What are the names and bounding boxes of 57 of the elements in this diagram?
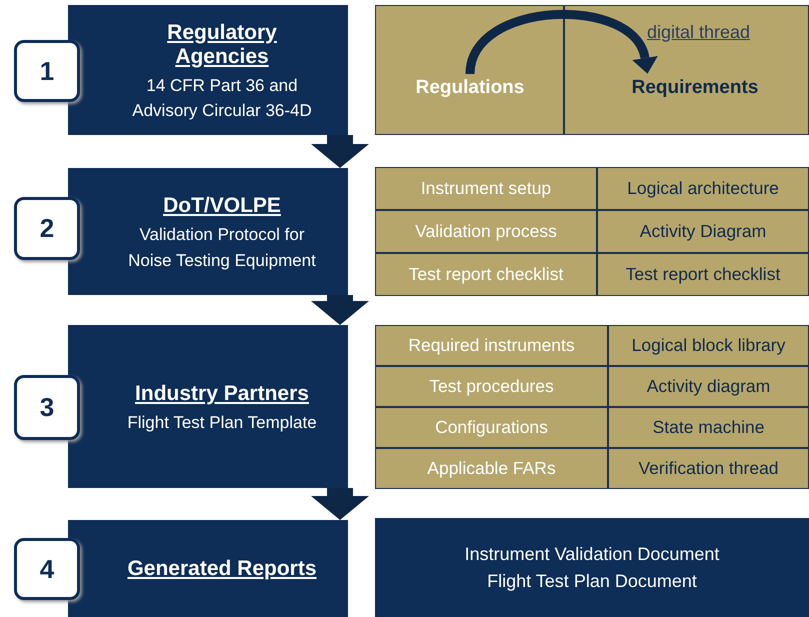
- table-cell: [608, 325, 809, 366]
- number-badge: [14, 375, 80, 440]
- table-cell: [608, 407, 809, 448]
- table-cell: [375, 210, 597, 253]
- cell-text: Logical architecture: [627, 178, 779, 199]
- stage-heading: Industry Partners: [135, 382, 309, 406]
- cell-text: Logical block library: [632, 335, 786, 356]
- table-cell: [597, 253, 809, 296]
- cell-text: Test report checklist: [626, 264, 780, 285]
- table-cell: [375, 407, 608, 448]
- down-arrow: [311, 488, 369, 520]
- label-text: Regulations: [416, 77, 524, 99]
- cell-text: Test procedures: [429, 376, 554, 397]
- step-number: 3: [40, 392, 54, 423]
- table-cell: [375, 448, 608, 489]
- step-number: 4: [40, 554, 54, 584]
- number-badge: [14, 40, 80, 102]
- cell-text: Test report checklist: [408, 264, 564, 285]
- document-title: Flight Test Plan Document: [487, 570, 697, 593]
- table-cell: [375, 253, 597, 296]
- cell-text: Required instruments: [408, 335, 575, 356]
- stage-box: [68, 168, 348, 295]
- document-title: Instrument Validation Document: [464, 542, 720, 566]
- output-box: [375, 518, 809, 617]
- table-cell: [608, 448, 809, 489]
- cell-text: Activity Diagram: [640, 221, 766, 242]
- cell-text: Applicable FARs: [427, 458, 556, 479]
- stage-heading: DoT/VOLPE: [163, 194, 281, 218]
- stage-box: [68, 325, 348, 488]
- stage-box: [68, 520, 348, 617]
- step-number: 1: [40, 56, 54, 86]
- cell-text: State machine: [652, 417, 764, 438]
- curved-arrow: [466, 10, 658, 75]
- number-badge: [14, 538, 80, 600]
- label-text: Requirements: [632, 77, 758, 99]
- cell-text: Validation process: [415, 221, 557, 242]
- down-arrow: [311, 295, 369, 325]
- stage-description: Flight Test Plan Template: [127, 412, 317, 434]
- stage-heading: Regulatory Agencies: [166, 20, 278, 68]
- stage-box: [68, 5, 348, 135]
- table-cell: [608, 366, 809, 407]
- table-cell: [375, 366, 608, 407]
- stage-description: 14 CFR Part 36 and Advisory Circular 36-4D: [131, 74, 313, 122]
- stage-heading: Generated Reports: [127, 556, 317, 580]
- cell-text: Instrument setup: [420, 178, 552, 199]
- down-arrow: [311, 135, 369, 168]
- table-cell: [597, 210, 809, 253]
- table-cell: [375, 167, 597, 210]
- step-number: 2: [40, 213, 54, 244]
- cell-text: Configurations: [435, 417, 548, 438]
- table-cell: [375, 325, 608, 366]
- number-badge: [14, 197, 80, 260]
- edge-label: digital thread: [645, 22, 752, 43]
- cell-text: Activity diagram: [646, 376, 770, 397]
- cell-text: Verification thread: [638, 458, 779, 479]
- table-cell: [597, 167, 809, 210]
- stage-description: Validation Protocol for Noise Testing Equipment: [127, 224, 317, 272]
